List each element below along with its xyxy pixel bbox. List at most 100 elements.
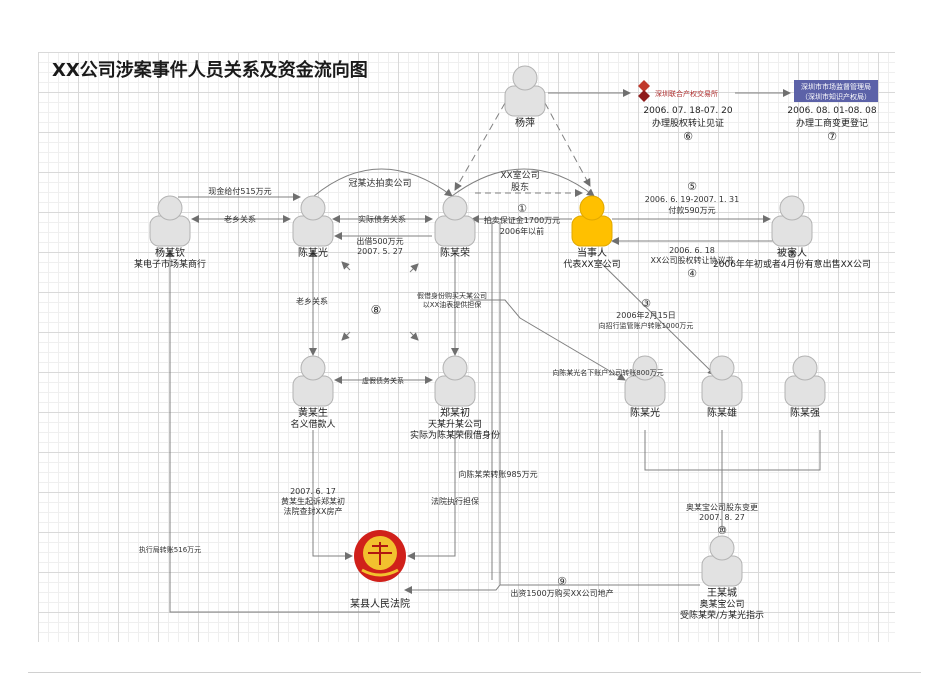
link-step3 <box>599 261 716 376</box>
bureau-date: 2006. 08. 01-08. 08 <box>787 106 876 116</box>
label-lend-date: 2007. 5. 27 <box>357 247 403 256</box>
label-seal: 法院查封XX房产 <box>284 506 343 516</box>
link-transfer800 <box>470 299 626 381</box>
label-sue: 黄某生起诉郑某初 <box>281 496 345 506</box>
person-desc: 实际为陈某荣假借身份 <box>410 429 500 441</box>
label-court-guarantee: 法院执行担保 <box>431 496 479 506</box>
label-buy-land: 出资1500万购买XX公司地产 <box>510 588 613 598</box>
label-step8: ⑧ <box>371 303 382 317</box>
label-transfer800: 向陈某光名下账户公司转账800万元 <box>552 368 663 377</box>
person-chen_rong: 陈某荣 <box>434 195 476 259</box>
person-head-icon <box>792 355 818 381</box>
label-step9: ⑨ <box>557 575 567 588</box>
person-head-icon <box>157 195 183 221</box>
label-shareholder: XX室公司 <box>500 169 539 181</box>
label-step2: ② <box>787 248 797 261</box>
person-chen_qiang: 陈某强 <box>784 355 826 419</box>
label-step4: ④ <box>687 267 697 280</box>
person-name: 当事人 <box>577 246 607 259</box>
link-brothers-bracket <box>644 430 821 471</box>
label-shareholder2: 股东 <box>511 181 529 193</box>
person-head-icon <box>579 195 605 221</box>
footer-divider <box>28 672 921 673</box>
label-cash: 现金给付515万元 <box>208 186 271 196</box>
link-labels: 现金给付515万元 老乡关系 实际债务关系 出借500万元 2007. 5. 2… <box>139 169 797 598</box>
link-court-guarantee <box>407 430 456 560</box>
person-head-icon <box>709 535 735 561</box>
person-name: 陈某光 <box>298 246 328 259</box>
link-exec <box>166 249 380 613</box>
label-fake-id2: 以XX油表提供担保 <box>423 300 482 309</box>
label-share-change-date: 2007. 8. 27 <box>699 513 745 522</box>
person-desc: 2006年年初或者4月份有意出售XX公司 <box>713 258 871 270</box>
link-shareholder-arc <box>451 168 595 197</box>
label-sue-date: 2007. 6. 17 <box>290 487 336 496</box>
page-title: XX公司涉案事件人员关系及资金流向图 <box>52 59 368 81</box>
court-seal-icon <box>354 530 406 582</box>
link-auction-arc <box>313 168 453 197</box>
label-step5: ⑤ <box>687 180 697 193</box>
person-desc: 奥某宝公司 <box>699 598 744 610</box>
person-yang_ping: 杨萍 <box>504 65 546 129</box>
bureau-logo: 深圳市市场监督管理局 （深圳市知识产权局） <box>794 80 878 102</box>
person-chen_xiong: 陈某雄 <box>701 355 743 419</box>
svg-text:（深圳市知识产权局）: （深圳市知识产权局） <box>801 92 871 101</box>
person-head-icon <box>779 195 805 221</box>
persons-layer: 杨某钦某电子市场某商行陈某光陈某荣杨萍当事人代表XX室公司被害人2006年年初或… <box>134 65 871 621</box>
label-step1: ① <box>517 202 527 215</box>
exchange-name: 深圳联合产权交易所 <box>655 89 718 98</box>
label-hometown1: 老乡关系 <box>224 214 256 224</box>
person-name: 杨某钦 <box>155 246 185 259</box>
arrow-diag-2 <box>409 263 419 273</box>
link-buy-land <box>404 584 700 594</box>
label-transfer985: 向陈某荣转账985万元 <box>458 469 537 479</box>
person-name: 黄某生 <box>298 406 328 419</box>
person-desc: 名义借款人 <box>290 418 335 430</box>
person-head-icon <box>709 355 735 381</box>
label-step3-desc: 向招行监管账户转账1000万元 <box>599 321 694 330</box>
court-name: 某县人民法院 <box>350 597 410 610</box>
person-name: 陈某荣 <box>440 246 470 259</box>
person-name: 陈某强 <box>790 406 820 419</box>
exchange-date: 2006. 07. 18-07. 20 <box>643 106 732 116</box>
label-step3-date: 2006年2月15日 <box>616 310 676 320</box>
person-desc: 天某升某公司 <box>428 419 482 430</box>
label-exec: 执行局转账516万元 <box>139 545 201 554</box>
step-7-badge: ⑦ <box>827 130 837 143</box>
label-agree-date: 2006. 6. 18 <box>669 246 715 255</box>
label-debt1: 实际债务关系 <box>358 214 406 224</box>
svg-text:深圳市市场监督管理局: 深圳市市场监督管理局 <box>801 82 871 91</box>
person-desc: 代表XX室公司 <box>563 258 620 270</box>
person-name: 被害人 <box>777 246 807 259</box>
person-head-icon <box>300 355 326 381</box>
link-sue <box>312 430 353 560</box>
label-fake-id: 假借身份购买天某公司 <box>417 291 487 300</box>
arrow-diag-4 <box>409 331 419 341</box>
person-head-icon <box>632 355 658 381</box>
label-share-change: 奥某宝公司股东变更 <box>686 502 758 512</box>
person-desc: 某电子市场某商行 <box>134 258 206 270</box>
exchange-logo: 深圳联合产权交易所 <box>638 80 718 102</box>
person-chen_guang2: 陈某光 <box>624 355 666 419</box>
person-head-icon <box>442 355 468 381</box>
link-yangping-left <box>454 102 506 191</box>
label-deposit-date: 2006年以前 <box>500 226 544 236</box>
person-name: 杨萍 <box>515 116 535 129</box>
exchange-desc: 办理股权转让见证 <box>652 117 724 129</box>
arrow-diag-3 <box>341 331 351 341</box>
label-agree: XX公司股权转让协议书 <box>651 255 734 265</box>
person-chen_guang: 陈某光 <box>292 195 334 259</box>
connectors <box>166 89 821 613</box>
person-head-icon <box>442 195 468 221</box>
diagram-grid <box>38 52 895 642</box>
arrow-diag-1 <box>341 261 351 271</box>
person-head-icon <box>512 65 538 91</box>
person-name: 陈某雄 <box>707 406 737 419</box>
label-step3: ③ <box>641 297 651 310</box>
